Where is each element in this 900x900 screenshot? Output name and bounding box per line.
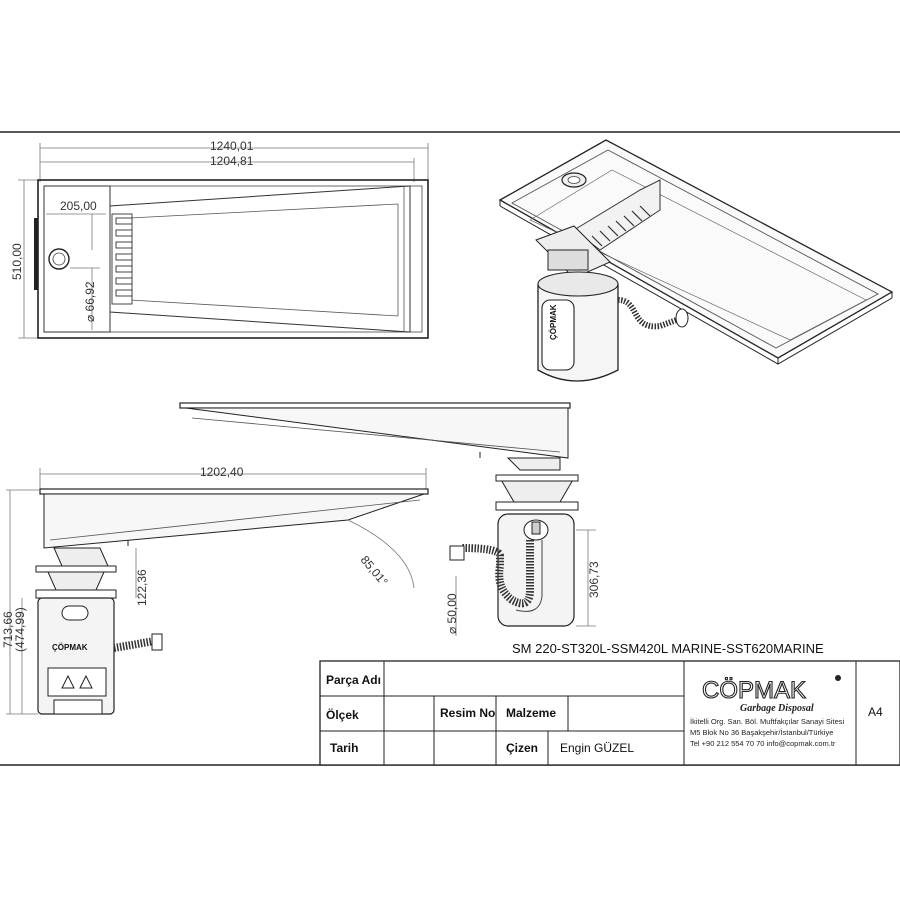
dim-drain-offset: 205,00 bbox=[60, 199, 97, 213]
brand-tagline: Garbage Disposal bbox=[740, 703, 814, 714]
dim-overall-width: 1240,01 bbox=[210, 139, 254, 153]
drawing-title: SM 220-ST320L-SSM420L MARINE-SST620MARIN… bbox=[512, 641, 824, 656]
address-line-1: İkitelli Org. San. Böl. Muftfakçılar San… bbox=[690, 717, 845, 726]
drawn-label: Çizen bbox=[506, 741, 538, 755]
date-label: Tarih bbox=[330, 741, 358, 755]
material-label: Malzeme bbox=[506, 706, 556, 720]
sheet-size: A4 bbox=[868, 705, 883, 719]
side-view-upper: 306,73 ⌀ 50,00 bbox=[179, 402, 601, 636]
dim-pipe-diameter: ⌀ 50,00 bbox=[445, 593, 459, 634]
dim-detail-height: 306,73 bbox=[587, 561, 601, 598]
side-view-left: 1202,40 85,01° ÇÖPMAK 713,66 (474,99) bbox=[1, 465, 429, 715]
side-unit-label: ÇÖPMAK bbox=[52, 643, 88, 652]
dim-angle: 85,01° bbox=[358, 553, 391, 589]
dim-drain-diameter: ⌀ 66,92 bbox=[83, 281, 97, 322]
dim-upper-height: 122,36 bbox=[135, 569, 149, 606]
scale-label: Ölçek bbox=[326, 707, 359, 722]
address-line-2: M5 Blok No 36 Başakşehir/İstanbul/Türkiy… bbox=[690, 728, 833, 737]
address-line-3: Tel +90 212 554 70 70 info@copmak.com.tr bbox=[690, 739, 836, 748]
plan-view: 1240,01 1204,81 510,00 bbox=[10, 139, 429, 339]
drawn-by-value: Engin GÜZEL bbox=[560, 741, 634, 755]
isometric-view: ÇÖPMAK bbox=[498, 139, 894, 382]
drawing-no-label: Resim No bbox=[440, 706, 495, 720]
dim-height: 510,00 bbox=[10, 243, 24, 280]
part-name-label: Parça Adı bbox=[326, 673, 381, 687]
brand-logo: CÖPMAK bbox=[702, 677, 806, 704]
dim-body-height: (474,99) bbox=[13, 607, 27, 652]
title-block: Parça Adı Ölçek Resim No Malzeme Tarih Ç… bbox=[319, 660, 900, 766]
iso-unit-label: ÇÖPMAK bbox=[549, 304, 558, 340]
dim-overall-height: 713,66 bbox=[1, 611, 15, 648]
dim-side-length: 1202,40 bbox=[200, 465, 244, 479]
brand-logo-dot bbox=[835, 675, 841, 681]
dim-inner-width: 1204,81 bbox=[210, 154, 254, 168]
